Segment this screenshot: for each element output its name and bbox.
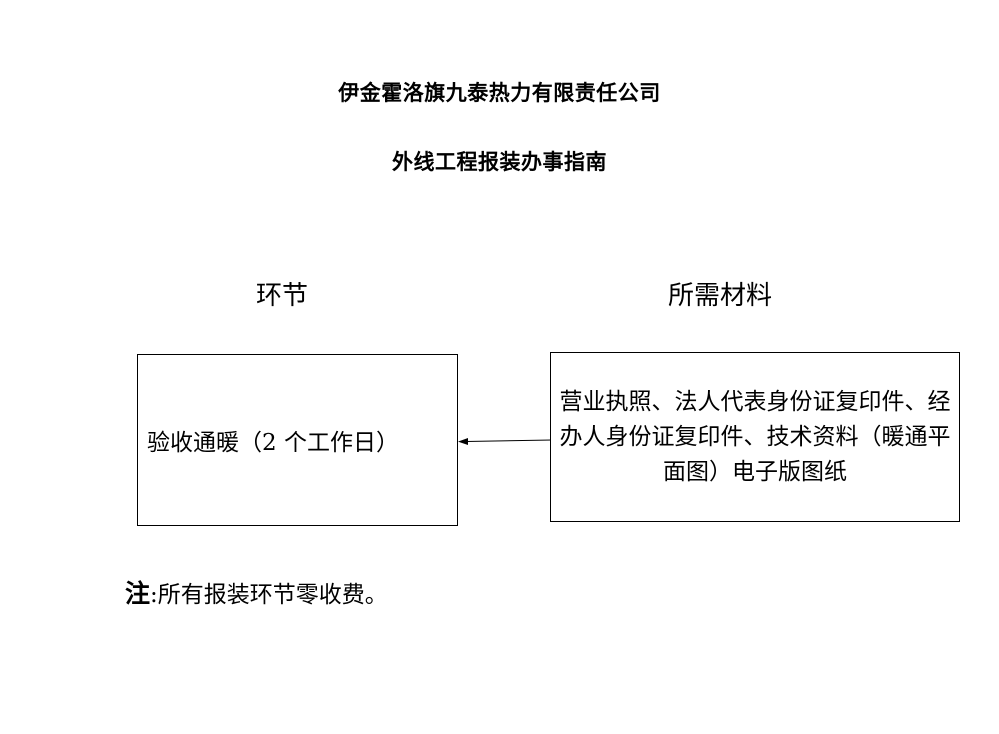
note-label: 注 [125,579,151,608]
guide-title: 外线工程报装办事指南 [392,149,607,174]
company-title: 伊金霍洛旗九泰热力有限责任公司 [338,80,661,105]
fee-note: 注:所有报装环节零收费。 [125,574,388,610]
materials-box: 营业执照、法人代表身份证复印件、经办人身份证复印件、技术资料（暖通平面图）电子版… [550,352,960,522]
materials-text: 营业执照、法人代表身份证复印件、经办人身份证复印件、技术资料（暖通平面图）电子版… [559,388,951,485]
stage-column-header: 环节 [256,281,309,311]
stage-box: 验收通暖（2 个工作日） [137,354,458,526]
materials-column-header: 所需材料 [668,281,773,311]
stage-text: 验收通暖（2 个工作日） [147,430,399,456]
arrow-left-icon [458,438,553,445]
note-text: :所有报装环节零收费。 [150,582,388,608]
